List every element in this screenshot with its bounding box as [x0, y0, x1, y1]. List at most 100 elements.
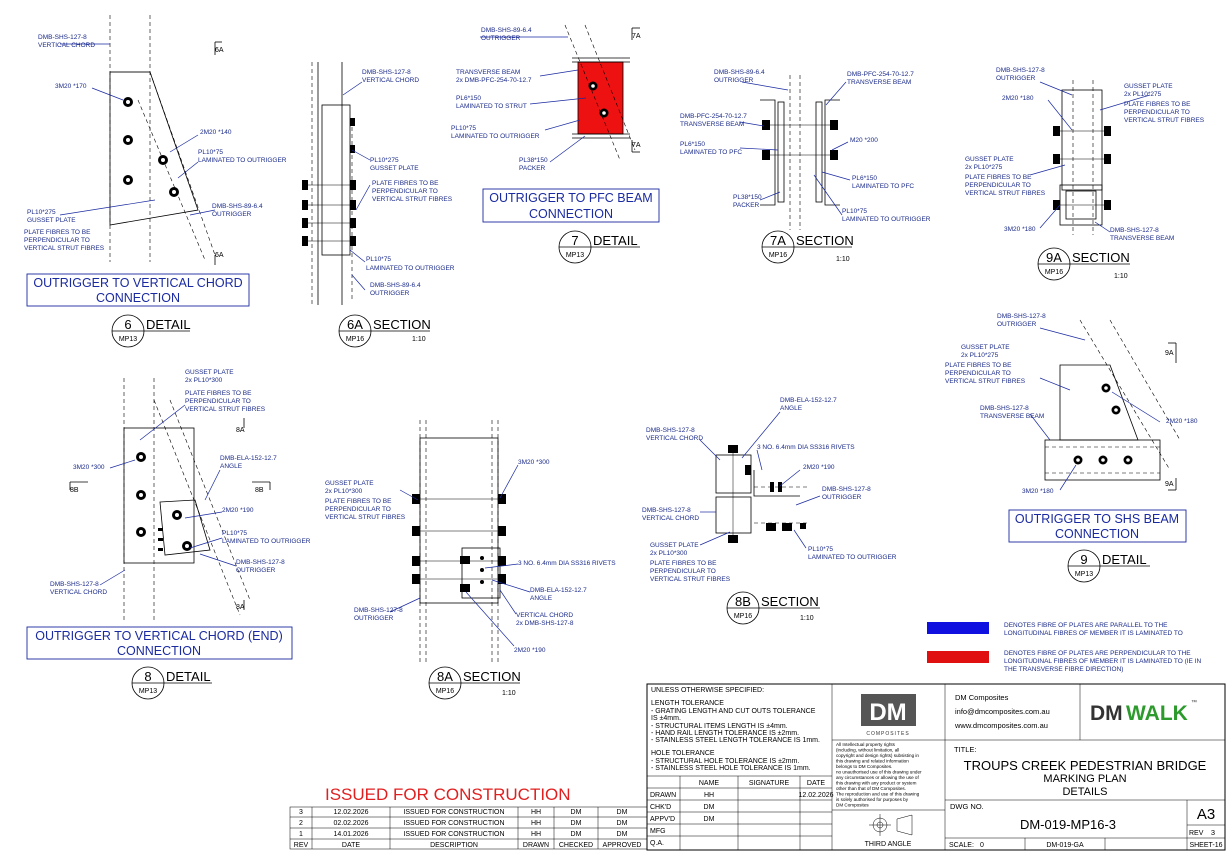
notes-hole-1: - STRUCTURAL HOLE TOLERANCE IS ±2mm. — [651, 758, 799, 765]
cut-mark-9a-top: 9A — [1165, 350, 1174, 357]
label-8a-fibres-1: PLATE FIBRES TO BE — [325, 498, 392, 505]
detail-9-title-line1: OUTRIGGER TO SHS BEAM — [1015, 512, 1179, 526]
detail-6-title-box — [26, 273, 250, 307]
svg-text:MP16: MP16 — [734, 613, 752, 620]
label-6-outrigger-role: OUTRIGGER — [212, 211, 252, 218]
detail-8-marker: 8 MP13 DETAIL — [131, 666, 212, 700]
svg-text:MP16: MP16 — [1045, 269, 1063, 276]
label-8b-angle: ANGLE — [780, 405, 803, 412]
label-9a-gusset-right: GUSSET PLATE — [1124, 83, 1173, 90]
label-6-chord-role: VERTICAL CHORD — [38, 42, 95, 49]
signoff-table: NAME SIGNATURE DATE DRAWN HH 12.02.2026 … — [650, 780, 834, 847]
svg-text:DM: DM — [1090, 702, 1123, 725]
section-7a-drawing — [739, 75, 851, 230]
detail-9-drawing — [1029, 319, 1181, 491]
label-8a-fibres-3: VERTICAL STRUT FIBRES — [325, 514, 406, 521]
svg-text:1:10: 1:10 — [1114, 273, 1128, 280]
rev-row-1-desc: ISSUED FOR CONSTRUCTION — [403, 831, 504, 838]
sheet-size: A3 — [1197, 806, 1215, 823]
label-7a-pl10-75: PL10*75 — [842, 208, 867, 215]
label-9-fibres-2: PERPENDICULAR TO — [945, 370, 1011, 377]
label-8-chord-role: VERTICAL CHORD — [50, 589, 107, 596]
label-8a-outrigger-role: OUTRIGGER — [354, 615, 394, 622]
label-7a-outrigger-section: DMB-SHS-89-6.4 — [714, 69, 765, 76]
label-8b-fibres-3: VERTICAL STRUT FIBRES — [650, 576, 731, 583]
label-8b-outrigger-section: DMB-SHS-127-8 — [822, 486, 871, 493]
drawing-title: MARKING PLAN — [1043, 773, 1126, 785]
company-website[interactable]: www.dmcomposites.com.au — [954, 721, 1048, 730]
label-9a-beam-section: DMB-SHS-127-8 — [1110, 227, 1159, 234]
label-6-pl10-275: PL10*275 — [27, 209, 56, 216]
legend-red-line2: LONGITUDINAL FIBRES OF MEMBER IT IS LAMI… — [1004, 658, 1202, 665]
label-8-bolts-2: 2M20 *190 — [222, 507, 254, 514]
label-9a-fibres-left-3: VERTICAL STRUT FIBRES — [965, 190, 1046, 197]
third-angle-projection-icon: THIRD ANGLE — [865, 814, 913, 848]
label-6a-gusset: GUSSET PLATE — [370, 165, 419, 172]
label-7-laminated-outrigger: LAMINATED TO OUTRIGGER — [451, 133, 540, 140]
svg-text:MP16: MP16 — [769, 252, 787, 259]
svg-text:1:10: 1:10 — [412, 336, 426, 343]
company-name: DM Composites — [955, 693, 1009, 702]
label-8b-gusset-size: 2x PL10*300 — [650, 550, 688, 557]
label-7-outrigger-role: OUTRIGGER — [481, 35, 521, 42]
label-7-pl6-150: PL6*150 — [456, 95, 481, 102]
label-6-bolts-a: 3M20 *170 — [55, 83, 87, 90]
label-7a-transverse-beam: TRANSVERSE BEAM — [847, 79, 911, 86]
svg-text:6A: 6A — [347, 317, 363, 332]
svg-text:1:10: 1:10 — [836, 256, 850, 263]
signoff-header-date: DATE — [807, 780, 825, 787]
label-8b-gusset: GUSSET PLATE — [650, 542, 699, 549]
rev-row-3-approved: DM — [617, 809, 628, 816]
detail-9-marker: 9 MP13 DETAIL — [1067, 549, 1150, 583]
label-9a-beam-role: TRANSVERSE BEAM — [1110, 235, 1174, 242]
label-9a-outrigger-section: DMB-SHS-127-8 — [996, 67, 1045, 74]
label-8a-fibres-2: PERPENDICULAR TO — [325, 506, 391, 513]
label-9-fibres-1: PLATE FIBRES TO BE — [945, 362, 1012, 369]
rev-row-2-approved: DM — [617, 820, 628, 827]
company-email[interactable]: info@dmcomposites.com.au — [955, 707, 1050, 716]
label-9a-bolts-3: 3M20 *180 — [1004, 226, 1036, 233]
svg-text:PL10*75: PL10*75 — [198, 149, 223, 156]
svg-text:The reproduction and use of th: The reproduction and use of this drawing — [836, 792, 920, 797]
detail-6-marker: 6 MP13 DETAIL — [111, 314, 191, 348]
svg-text:MP16: MP16 — [436, 688, 454, 695]
svg-text:8: 8 — [144, 669, 151, 684]
label-8-angle-section: DMB-ELA-152-12.7 — [220, 455, 277, 462]
rev-row-2-drawn: HH — [531, 820, 541, 827]
label-6a-chord-section: DMB-SHS-127-8 — [362, 69, 411, 76]
detail-9-title-box — [1008, 509, 1187, 543]
label-9-outrigger-section: DMB-SHS-127-8 — [997, 313, 1046, 320]
svg-text:PERPENDICULAR TO: PERPENDICULAR TO — [24, 237, 90, 244]
cut-mark-8a-bottom: 8A — [236, 604, 245, 611]
label-8-angle: ANGLE — [220, 463, 243, 470]
label-9a-fibres-left-2: PERPENDICULAR TO — [965, 182, 1031, 189]
cut-mark-8a-top: 8A — [236, 427, 245, 434]
svg-text:LAMINATED TO OUTRIGGER: LAMINATED TO OUTRIGGER — [198, 157, 287, 164]
label-6-pl10-75: PL10*75 — [198, 149, 223, 156]
label-8-outrigger-section: DMB-SHS-127-8 — [236, 559, 285, 566]
svg-text:copyright and design rights) s: copyright and design rights) subsisting … — [836, 753, 919, 758]
issued-stamp: ISSUED FOR CONSTRUCTION — [325, 785, 571, 804]
label-8b-rivets: 3 NO. 6.4mm DIA SS316 RIVETS — [757, 444, 855, 451]
notes-length-title: LENGTH TOLERANCE — [651, 700, 724, 707]
rev-row-1-drawn: HH — [531, 831, 541, 838]
svg-text:DETAIL: DETAIL — [146, 317, 191, 332]
label-7a-laminated-pfc: LAMINATED TO PFC — [680, 149, 742, 156]
label-8a-bolts-3: 3M20 *300 — [518, 459, 550, 466]
fibre-legend: DENOTES FIBRE OF PLATES ARE PARALLEL TO … — [927, 622, 1202, 673]
svg-text:CONNECTION: CONNECTION — [96, 291, 180, 305]
detail-7-title-box — [482, 188, 660, 223]
svg-text:SECTION: SECTION — [463, 669, 521, 684]
rev-row-2-rev: 2 — [299, 820, 303, 827]
rev-row-1-date: 14.01.2026 — [333, 831, 368, 838]
detail-6-title-line2: CONNECTION — [96, 291, 180, 305]
signoff-approved-label: APPV'D — [650, 816, 675, 823]
label-8b-pl10-75: PL10*75 — [808, 546, 833, 553]
projection-label: THIRD ANGLE — [865, 841, 912, 848]
label-9-gusset: GUSSET PLATE — [961, 344, 1010, 351]
svg-text:DM: DM — [869, 699, 906, 726]
label-8b-chord-top-role: VERTICAL CHORD — [646, 435, 703, 442]
label-8-pl10-75: PL10*75 — [222, 530, 247, 537]
legend-swatch-blue — [927, 622, 989, 634]
legend-blue-line1: DENOTES FIBRE OF PLATES ARE PARALLEL TO … — [1004, 622, 1168, 629]
